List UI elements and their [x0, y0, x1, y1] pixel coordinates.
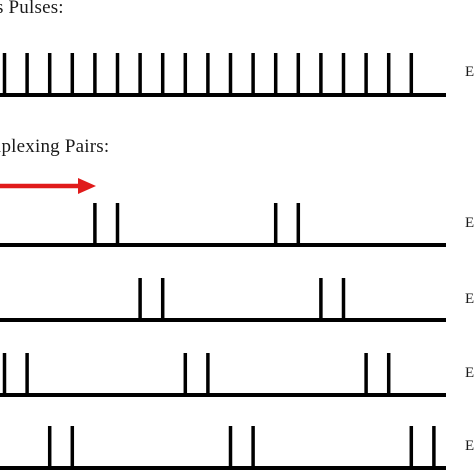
row-tag-continuous: E	[465, 64, 474, 80]
multiplexed-pair-1	[0, 203, 446, 247]
arrow-right-icon	[0, 178, 96, 194]
multiplexed-pair-4	[0, 426, 446, 470]
multiplexing-pairs-heading: iplexing Pairs:	[0, 136, 110, 157]
row-tag-pair-4: E	[465, 438, 474, 454]
arrow-head	[78, 178, 96, 194]
continuous-pulses	[0, 53, 446, 97]
row-tag-pair-2: E	[465, 291, 474, 307]
multiplexed-pair-3	[0, 353, 446, 397]
pulse-trains	[0, 53, 446, 470]
continuous-pulses-heading: s Pulses:	[0, 0, 64, 18]
multiplexed-pair-2	[0, 278, 446, 322]
row-tag-pair-3: E	[465, 365, 474, 381]
row-tag-pair-1: E	[465, 215, 474, 231]
